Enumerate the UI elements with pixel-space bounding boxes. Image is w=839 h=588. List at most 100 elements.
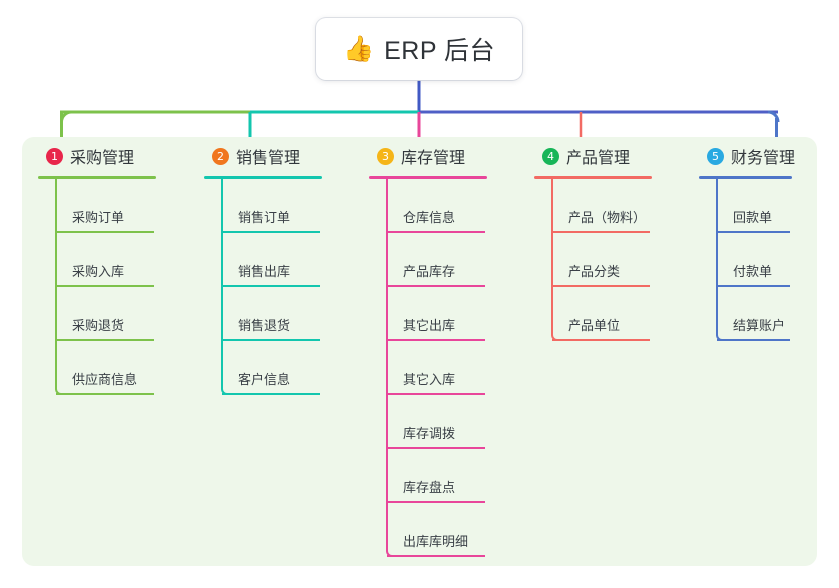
branch-number-badge: 5: [707, 147, 724, 165]
leaf-list: 仓库信息产品库存其它出库其它入库库存调拨库存盘点出库库明细: [361, 179, 521, 557]
leaf-label: 出库库明细: [403, 534, 469, 549]
leaf-label: 库存调拨: [403, 426, 456, 441]
branch-header-2[interactable]: 2 销售管理: [196, 143, 356, 169]
leaf-label: 产品分类: [568, 264, 621, 279]
leaf-list: 产品（物料） 产品分类产品单位: [526, 179, 686, 341]
leaf-spine: [551, 233, 553, 287]
leaf-item[interactable]: 回款单: [691, 179, 826, 233]
leaf-item[interactable]: 采购订单: [30, 179, 190, 233]
thumbs-up-icon: 👍: [342, 34, 375, 63]
leaf-spine: [716, 233, 718, 287]
leaf-item[interactable]: 付款单: [691, 233, 826, 287]
leaf-item[interactable]: 产品分类: [526, 233, 686, 287]
leaf-label: 结算账户: [733, 318, 786, 333]
leaf-item[interactable]: 销售出库: [196, 233, 356, 287]
root-node[interactable]: 👍 ERP 后台: [316, 18, 522, 80]
leaf-item[interactable]: 仓库信息: [361, 179, 521, 233]
leaf-underline: [387, 231, 485, 233]
leaf-item[interactable]: 库存盘点: [361, 449, 521, 503]
leaf-label: 采购退货: [72, 318, 125, 333]
leaf-underline: [222, 285, 320, 287]
branch-number-badge: 2: [212, 147, 229, 165]
leaf-label: 采购入库: [72, 264, 125, 279]
leaf-list: 采购订单采购入库采购退货供应商信息: [30, 179, 190, 395]
branch-underline: [534, 176, 652, 179]
leaf-spine: [221, 233, 223, 287]
leaf-spine: [551, 287, 553, 335]
leaf-underline: [717, 285, 790, 287]
leaf-spine: [716, 179, 718, 233]
leaf-underline: [222, 393, 320, 395]
leaf-underline: [56, 339, 154, 341]
leaf-spine: [386, 449, 388, 503]
branch-underline: [369, 176, 487, 179]
leaf-underline: [56, 393, 154, 395]
leaf-item[interactable]: 供应商信息: [30, 341, 190, 395]
leaf-spine: [386, 395, 388, 449]
branch-title: 产品管理: [566, 150, 631, 167]
leaf-label: 供应商信息: [72, 372, 138, 387]
leaf-spine: [386, 179, 388, 233]
leaf-item[interactable]: 销售订单: [196, 179, 356, 233]
leaf-item[interactable]: 客户信息: [196, 341, 356, 395]
leaf-item[interactable]: 产品单位: [526, 287, 686, 341]
leaf-underline: [387, 339, 485, 341]
leaf-item[interactable]: 销售退货: [196, 287, 356, 341]
branch-underline: [204, 176, 322, 179]
leaf-spine: [55, 179, 57, 233]
leaf-spine: [386, 503, 388, 551]
branch-number-badge: 1: [46, 147, 63, 165]
leaf-spine: [221, 287, 223, 341]
branch-title: 销售管理: [236, 150, 301, 167]
branch-title: 库存管理: [401, 150, 466, 167]
branch-underline: [699, 176, 792, 179]
leaf-item[interactable]: 采购入库: [30, 233, 190, 287]
leaf-spine: [551, 179, 553, 233]
leaf-underline: [552, 285, 650, 287]
leaf-item[interactable]: 出库库明细: [361, 503, 521, 557]
leaf-label: 客户信息: [238, 372, 291, 387]
leaf-label: 销售订单: [238, 210, 291, 225]
leaf-item[interactable]: 库存调拨: [361, 395, 521, 449]
leaf-label: 产品单位: [568, 318, 621, 333]
leaf-list: 销售订单销售出库销售退货客户信息: [196, 179, 356, 395]
leaf-item[interactable]: 采购退货: [30, 287, 190, 341]
leaf-item[interactable]: 结算账户: [691, 287, 826, 341]
leaf-item[interactable]: 其它入库: [361, 341, 521, 395]
leaf-spine: [55, 233, 57, 287]
leaf-spine: [221, 341, 223, 389]
leaf-item[interactable]: 产品（物料）: [526, 179, 686, 233]
leaf-list: 回款单付款单结算账户: [691, 179, 826, 341]
leaf-underline: [387, 447, 485, 449]
leaf-underline: [552, 339, 650, 341]
leaf-label: 销售出库: [238, 264, 291, 279]
leaf-underline: [387, 555, 485, 557]
leaf-label: 付款单: [733, 264, 773, 279]
leaf-underline: [222, 231, 320, 233]
leaf-label: 采购订单: [72, 210, 125, 225]
leaf-item[interactable]: 其它出库: [361, 287, 521, 341]
leaf-spine: [716, 287, 718, 335]
leaf-label: 仓库信息: [403, 210, 456, 225]
leaf-underline: [552, 231, 650, 233]
root-title: ERP 后台: [384, 37, 496, 65]
leaf-underline: [387, 393, 485, 395]
leaf-spine: [221, 179, 223, 233]
leaf-underline: [717, 231, 790, 233]
branch-title: 采购管理: [70, 150, 135, 167]
leaf-spine: [55, 341, 57, 389]
leaf-underline: [387, 501, 485, 503]
branch-header-1[interactable]: 1 采购管理: [30, 143, 190, 169]
leaf-label: 产品库存: [403, 264, 456, 279]
leaf-label: 回款单: [733, 210, 773, 225]
leaf-item[interactable]: 产品库存: [361, 233, 521, 287]
leaf-label: 其它出库: [403, 318, 456, 333]
